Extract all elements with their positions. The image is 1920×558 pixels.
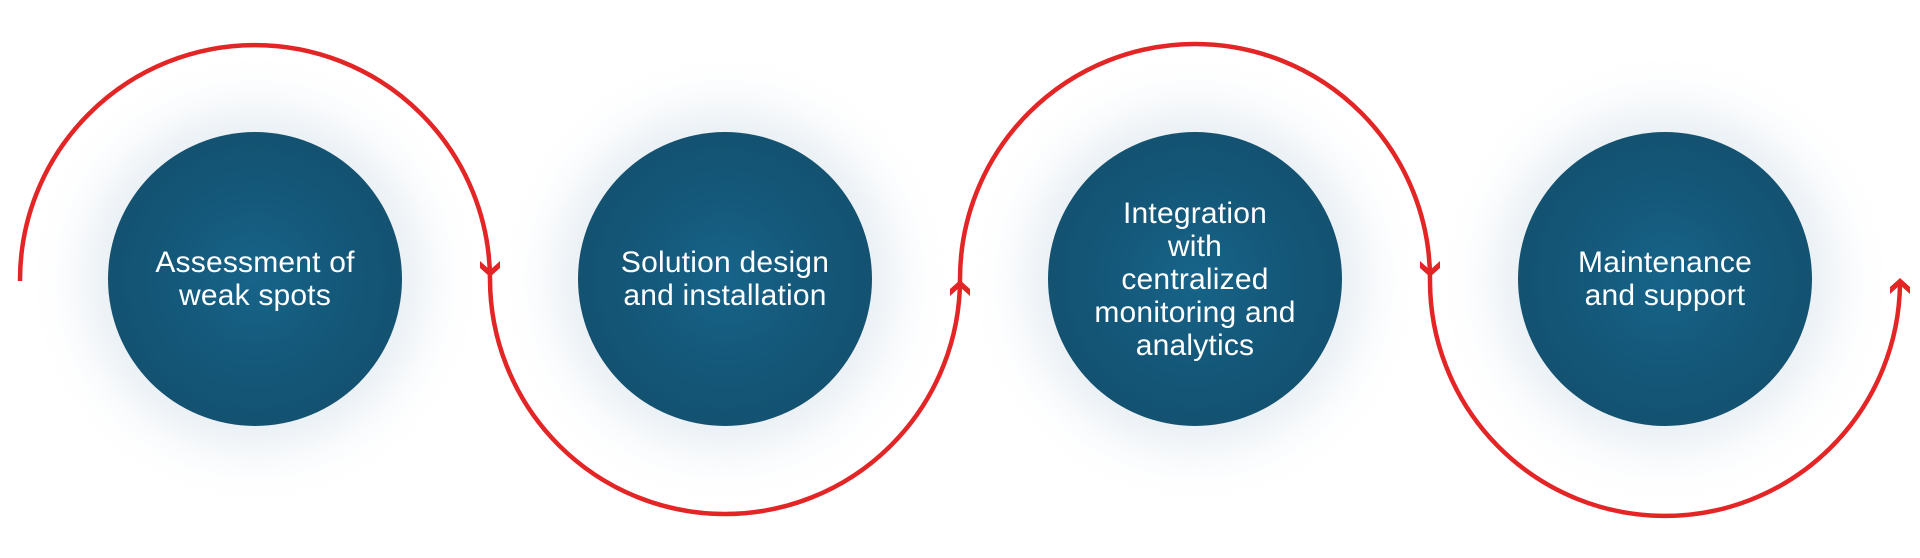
arrow-down-icon <box>480 261 500 277</box>
step-1-circle: Assessment of weak spots <box>108 132 402 426</box>
step-2-label: Solution design and installation <box>620 246 830 312</box>
arrow-down-icon <box>1420 261 1440 277</box>
arrow-up-icon <box>1890 278 1910 294</box>
arc-1 <box>17 42 493 282</box>
arc-2 <box>487 278 963 517</box>
arc-4 <box>1427 278 1903 519</box>
step-4-circle: Maintenance and support <box>1518 132 1812 426</box>
step-4-label: Maintenance and support <box>1578 246 1752 312</box>
step-3-circle: Integration with centralized monitoring … <box>1048 132 1342 426</box>
arrow-up-icon <box>950 280 970 296</box>
step-3-label: Integration with centralized monitoring … <box>1094 196 1296 362</box>
step-1-label: Assessment of weak spots <box>155 246 355 312</box>
arc-3 <box>957 41 1433 280</box>
step-2-circle: Solution design and installation <box>578 132 872 426</box>
